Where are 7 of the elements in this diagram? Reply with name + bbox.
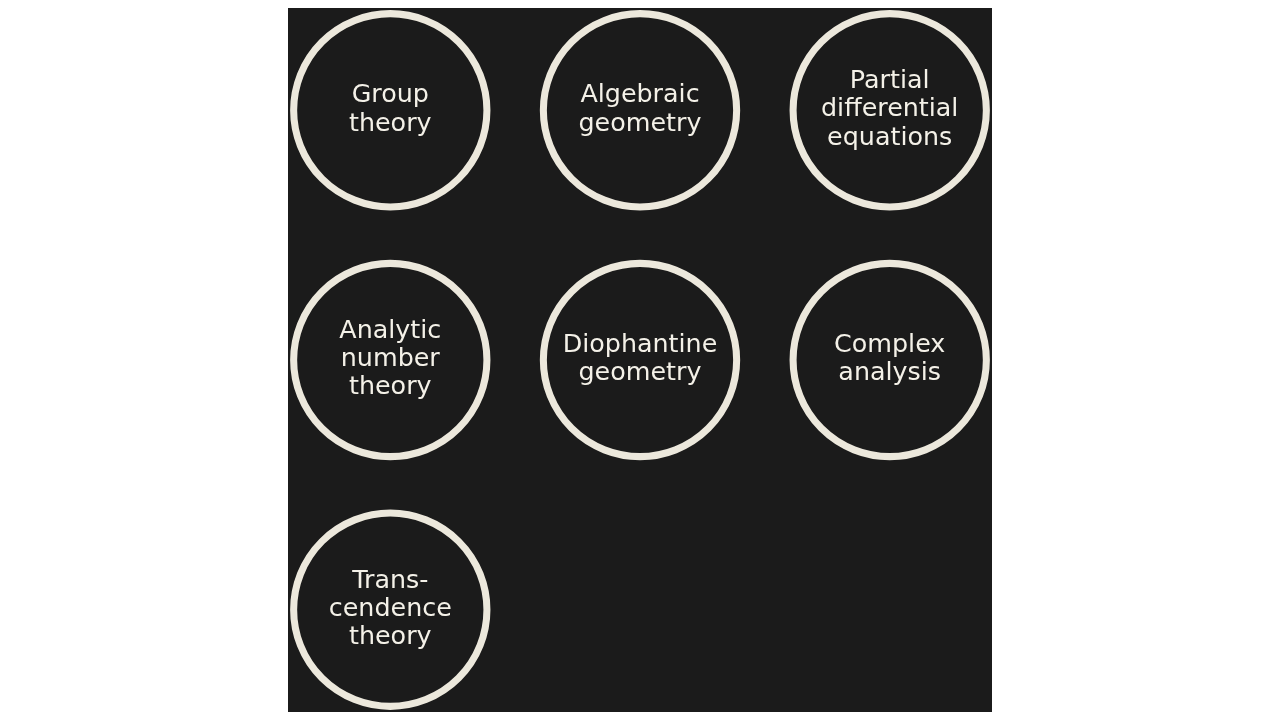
node-circle: Complex analysis bbox=[789, 259, 990, 461]
node-circle: Algebraic geometry bbox=[539, 10, 741, 211]
node-circle: Analytic number theory bbox=[290, 259, 491, 461]
node-circle: Trans- cendence theory bbox=[290, 509, 491, 710]
node-circle: Diophantine geometry bbox=[539, 259, 741, 461]
node-circle: Group theory bbox=[290, 10, 491, 211]
node-circle: Partial differential equations bbox=[789, 10, 990, 211]
